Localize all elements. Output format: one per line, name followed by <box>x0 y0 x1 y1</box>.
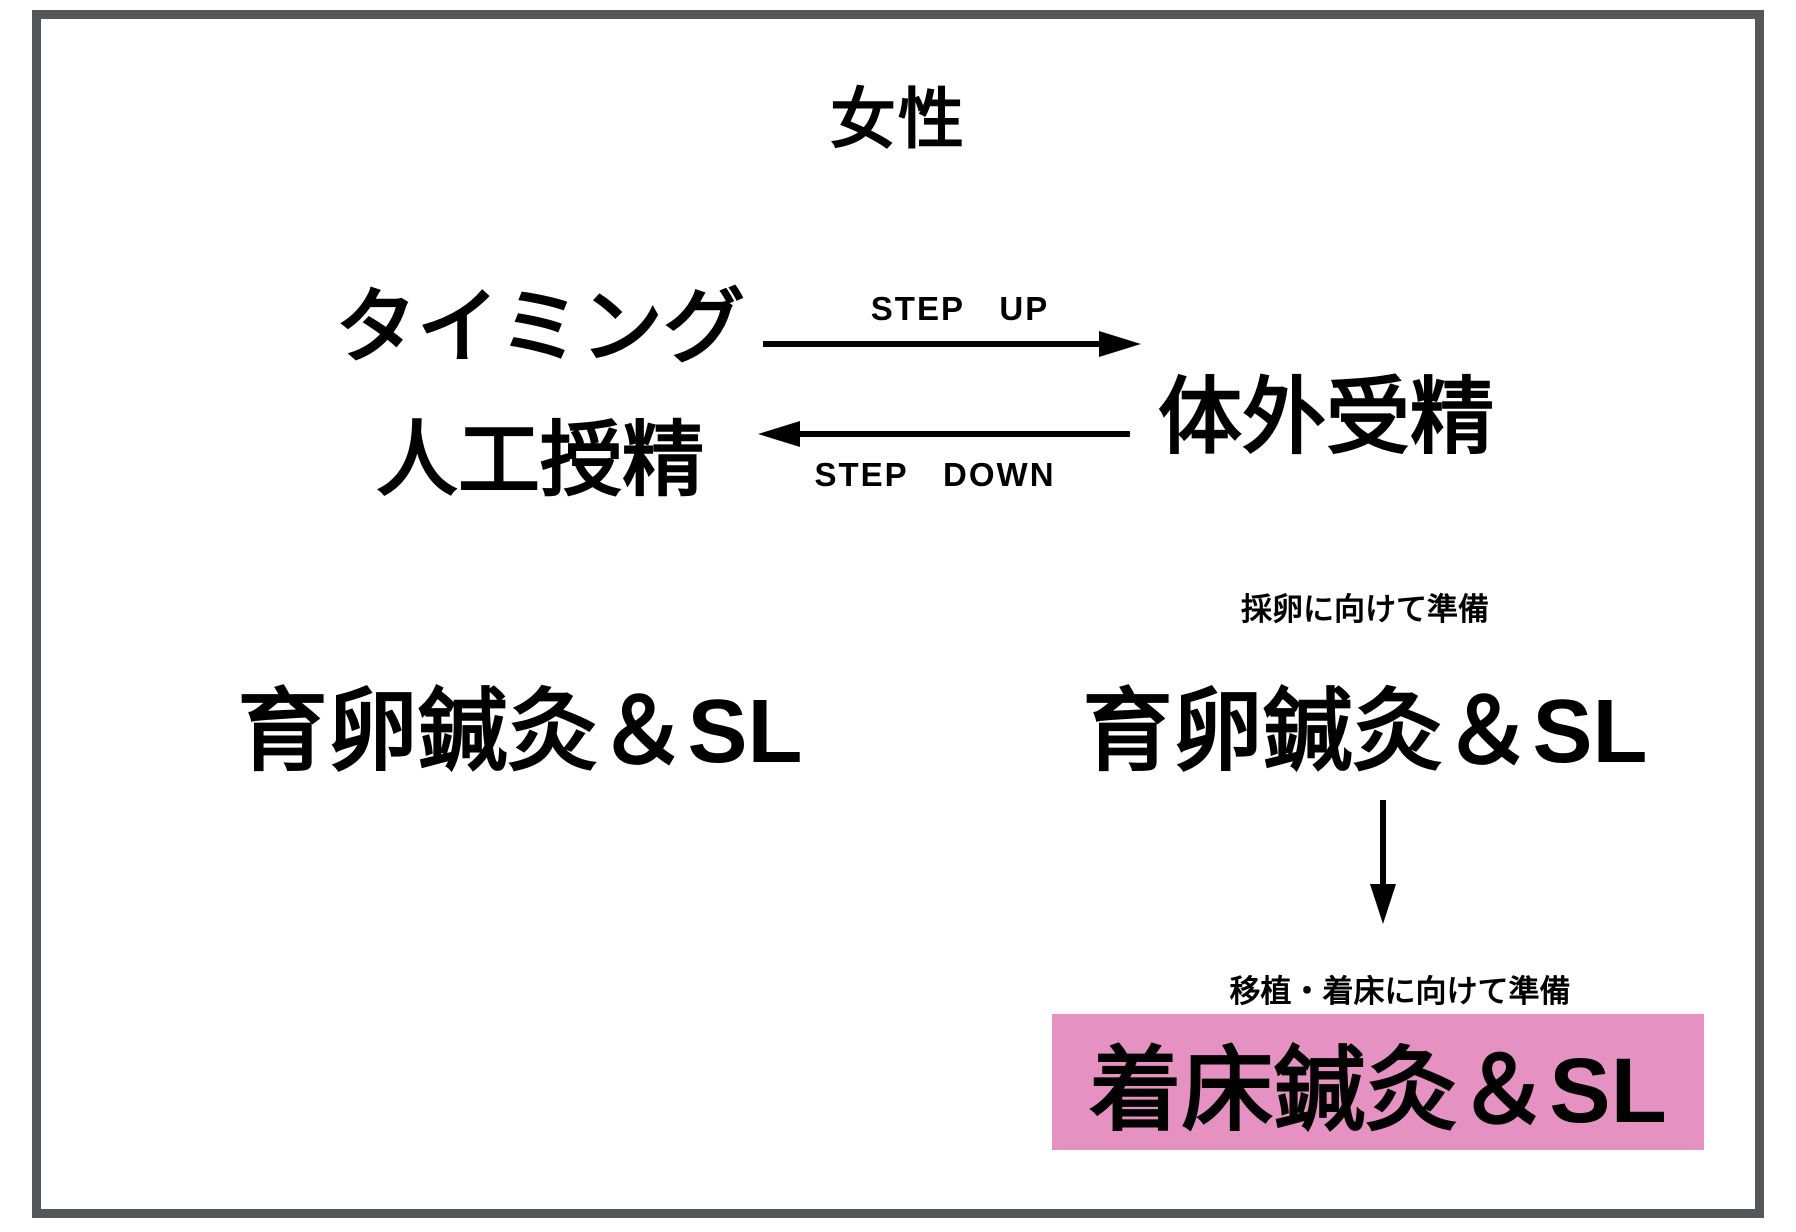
step-up-arrow-icon <box>763 331 1141 357</box>
caption-transfer-implantation-prep: 移植・着床に向けて準備 <box>1229 974 1571 1009</box>
timing-label: タイミング <box>334 282 745 373</box>
step-down-label: STEP DOWN <box>814 456 1056 493</box>
node-ivf: 体外受精 <box>1158 370 1495 464</box>
node-chakusho-highlight: 着床鍼灸＆SL <box>1052 1014 1704 1150</box>
step-down-arrow-icon <box>758 421 1130 447</box>
caption-egg-retrieval-prep: 採卵に向けて準備 <box>1241 592 1489 627</box>
frame-border <box>32 10 1764 1218</box>
node-ikuran-shinkyu-sl-right: 育卵鍼灸＆SL <box>1082 682 1648 782</box>
down-arrow-icon <box>1370 800 1396 924</box>
node-ikuran-shinkyu-sl-left: 育卵鍼灸＆SL <box>237 682 803 782</box>
chakusho-shinkyu-sl-label: 着床鍼灸＆SL <box>1089 1039 1667 1142</box>
step-up-label: STEP UP <box>870 290 1050 327</box>
artificial-insemination-label: 人工授精 <box>375 414 704 506</box>
node-timing-aih: タイミング 人工授精 <box>260 262 820 528</box>
diagram-title: 女性 <box>830 82 966 156</box>
